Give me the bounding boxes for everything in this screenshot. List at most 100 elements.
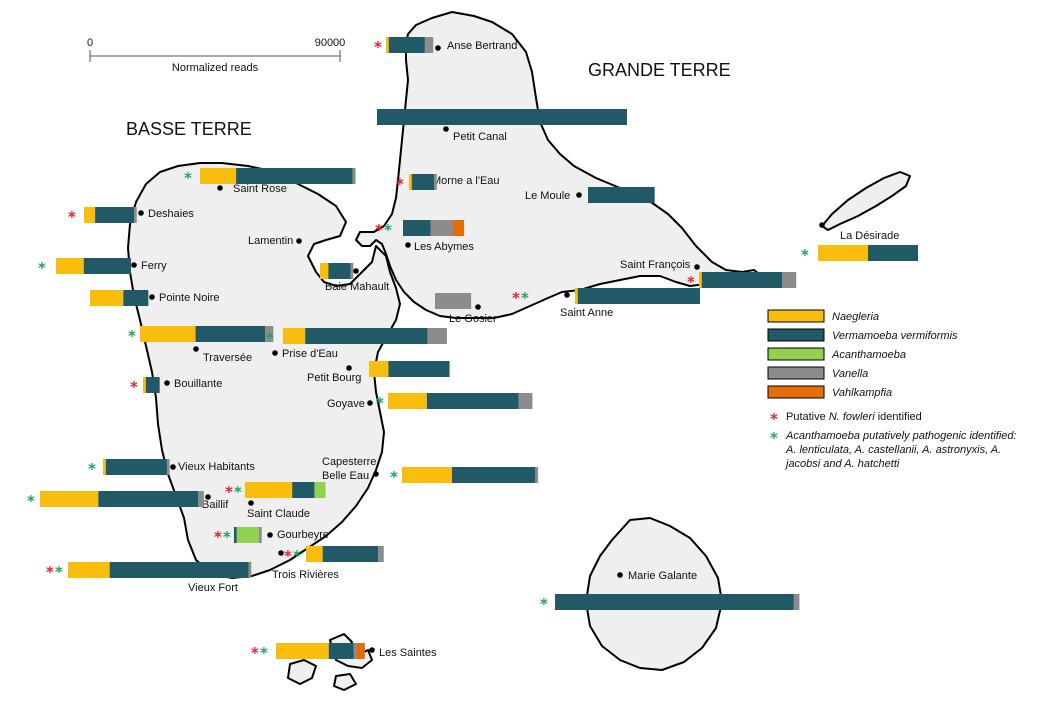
label-saint-francois: Saint François (620, 259, 691, 271)
basse-terre-island (127, 162, 401, 579)
site-point (475, 304, 481, 310)
label-baie-mahault: Baie Mahault (325, 281, 389, 293)
bar-segment (134, 207, 137, 223)
site-point (819, 222, 825, 228)
label-goyave: Goyave (327, 398, 365, 410)
bar-segment (90, 290, 124, 306)
bar-segment (577, 288, 700, 304)
site-point (217, 185, 223, 191)
bar-segment (377, 109, 627, 125)
site-point (193, 346, 199, 352)
bar-segment (322, 546, 379, 562)
acanthamoeba-star-marker: * (234, 483, 242, 501)
region-basse-terre: BASSE TERRE (126, 119, 252, 139)
bar-segment (818, 245, 868, 261)
label-petit-bourg: Petit Bourg (307, 372, 361, 384)
bar-segment (236, 527, 259, 543)
label-marie-galante: Marie Galante (628, 570, 697, 582)
bar-segment (245, 482, 293, 498)
bar-segment (353, 643, 357, 659)
site-point (443, 126, 449, 132)
fowleri-star-marker: * (214, 528, 222, 546)
bar-segment (84, 207, 96, 223)
legend-acanth-line-3: jacobsi and A. hatchetti (784, 458, 900, 470)
bar-segment (320, 263, 329, 279)
label-prise-deau: Prise d'Eau (282, 348, 338, 360)
site-markers: ***************************** (27, 38, 809, 662)
bar-segment (388, 393, 427, 409)
label-traversee: Traversée (203, 352, 252, 364)
label-la-desirade: La Désirade (840, 230, 899, 242)
label-belle-eau: Belle Eau (322, 470, 369, 482)
fowleri-star-marker: * (46, 563, 54, 581)
label-vieux-habitants: Vieux Habitants (178, 461, 255, 473)
site-point (373, 471, 379, 477)
scale-bar: 0 90000 Normalized reads (87, 37, 345, 74)
bar-segment (328, 263, 351, 279)
fowleri-star-marker: * (396, 175, 404, 193)
site-point (267, 532, 273, 538)
legend-swatch-vermamoeba (767, 328, 825, 342)
bar-segment (265, 326, 274, 342)
site-point (248, 500, 254, 506)
bar-segment (793, 594, 800, 610)
bar-segment (56, 258, 84, 274)
fowleri-star-marker: * (374, 38, 382, 56)
bar-segment (388, 37, 425, 53)
site-point (296, 238, 302, 244)
legend-label-vanella: Vanella (832, 368, 868, 380)
acanthamoeba-star-marker: * (88, 460, 96, 478)
legend-swatch-acanthamoeba (767, 347, 825, 361)
label-baillif: Baillif (202, 499, 229, 511)
legend-acanth-line-2: A. lenticulata, A. castellanii, A. astro… (785, 444, 1001, 456)
site-point (149, 294, 155, 300)
bar-segment (200, 168, 237, 184)
bar-segment (306, 546, 323, 562)
acanthamoeba-star-marker: * (184, 169, 192, 187)
legend-label-vahlkampfia: Vahlkampfia (832, 387, 892, 399)
label-saint-anne: Saint Anne (560, 307, 613, 319)
scale-min: 0 (87, 37, 93, 49)
les-saintes-island-3 (333, 673, 357, 691)
bar-segment (518, 393, 533, 409)
label-saint-claude: Saint Claude (247, 508, 310, 520)
site-labels: Anse Bertrand Petit Canal Morne a l'Eau … (141, 40, 899, 659)
bar-segment (40, 491, 99, 507)
bar-segment (259, 527, 262, 543)
label-capesterre: Capesterre (322, 456, 376, 468)
legend-swatch-vanella (767, 366, 825, 380)
site-point (564, 292, 570, 298)
label-deshaies: Deshaies (148, 208, 194, 220)
fowleri-star-marker: * (225, 483, 233, 501)
acanthamoeba-star-marker: * (27, 492, 35, 510)
label-le-gosier: Le Gosier (449, 313, 497, 325)
acanthamoeba-star-marker: * (293, 547, 301, 565)
bar-segment (350, 263, 354, 279)
acanthamoeba-star-marker: * (376, 394, 384, 412)
bar-segment (426, 393, 519, 409)
legend-swatch-vahlkampfia (767, 385, 825, 399)
bar-segment (356, 643, 365, 659)
bar-segment (109, 562, 249, 578)
bar-segment (575, 288, 578, 304)
bar-segment (98, 491, 199, 507)
legend-label-vermamoeba: Vermamoeba vermiformis (832, 330, 958, 342)
acanthamoeba-star-marker: * (266, 329, 274, 347)
legend-acanth-star: * (770, 429, 778, 447)
label-bouillante: Bouillante (174, 378, 222, 390)
bar-segment (452, 467, 536, 483)
label-gourbeyre: Gourbeyre (277, 529, 329, 541)
site-point (353, 268, 359, 274)
bar-segment (386, 37, 389, 53)
site-point (170, 464, 176, 470)
bar-segment (403, 220, 431, 236)
bar-segment (427, 328, 447, 344)
scale-max: 90000 (315, 37, 346, 49)
bar-segment (430, 220, 453, 236)
bar-segment (699, 272, 702, 288)
fowleri-star-marker: * (687, 273, 695, 291)
site-bars (40, 37, 918, 659)
site-point (369, 647, 375, 653)
bar-segment (434, 174, 437, 190)
bar-segment (83, 258, 131, 274)
